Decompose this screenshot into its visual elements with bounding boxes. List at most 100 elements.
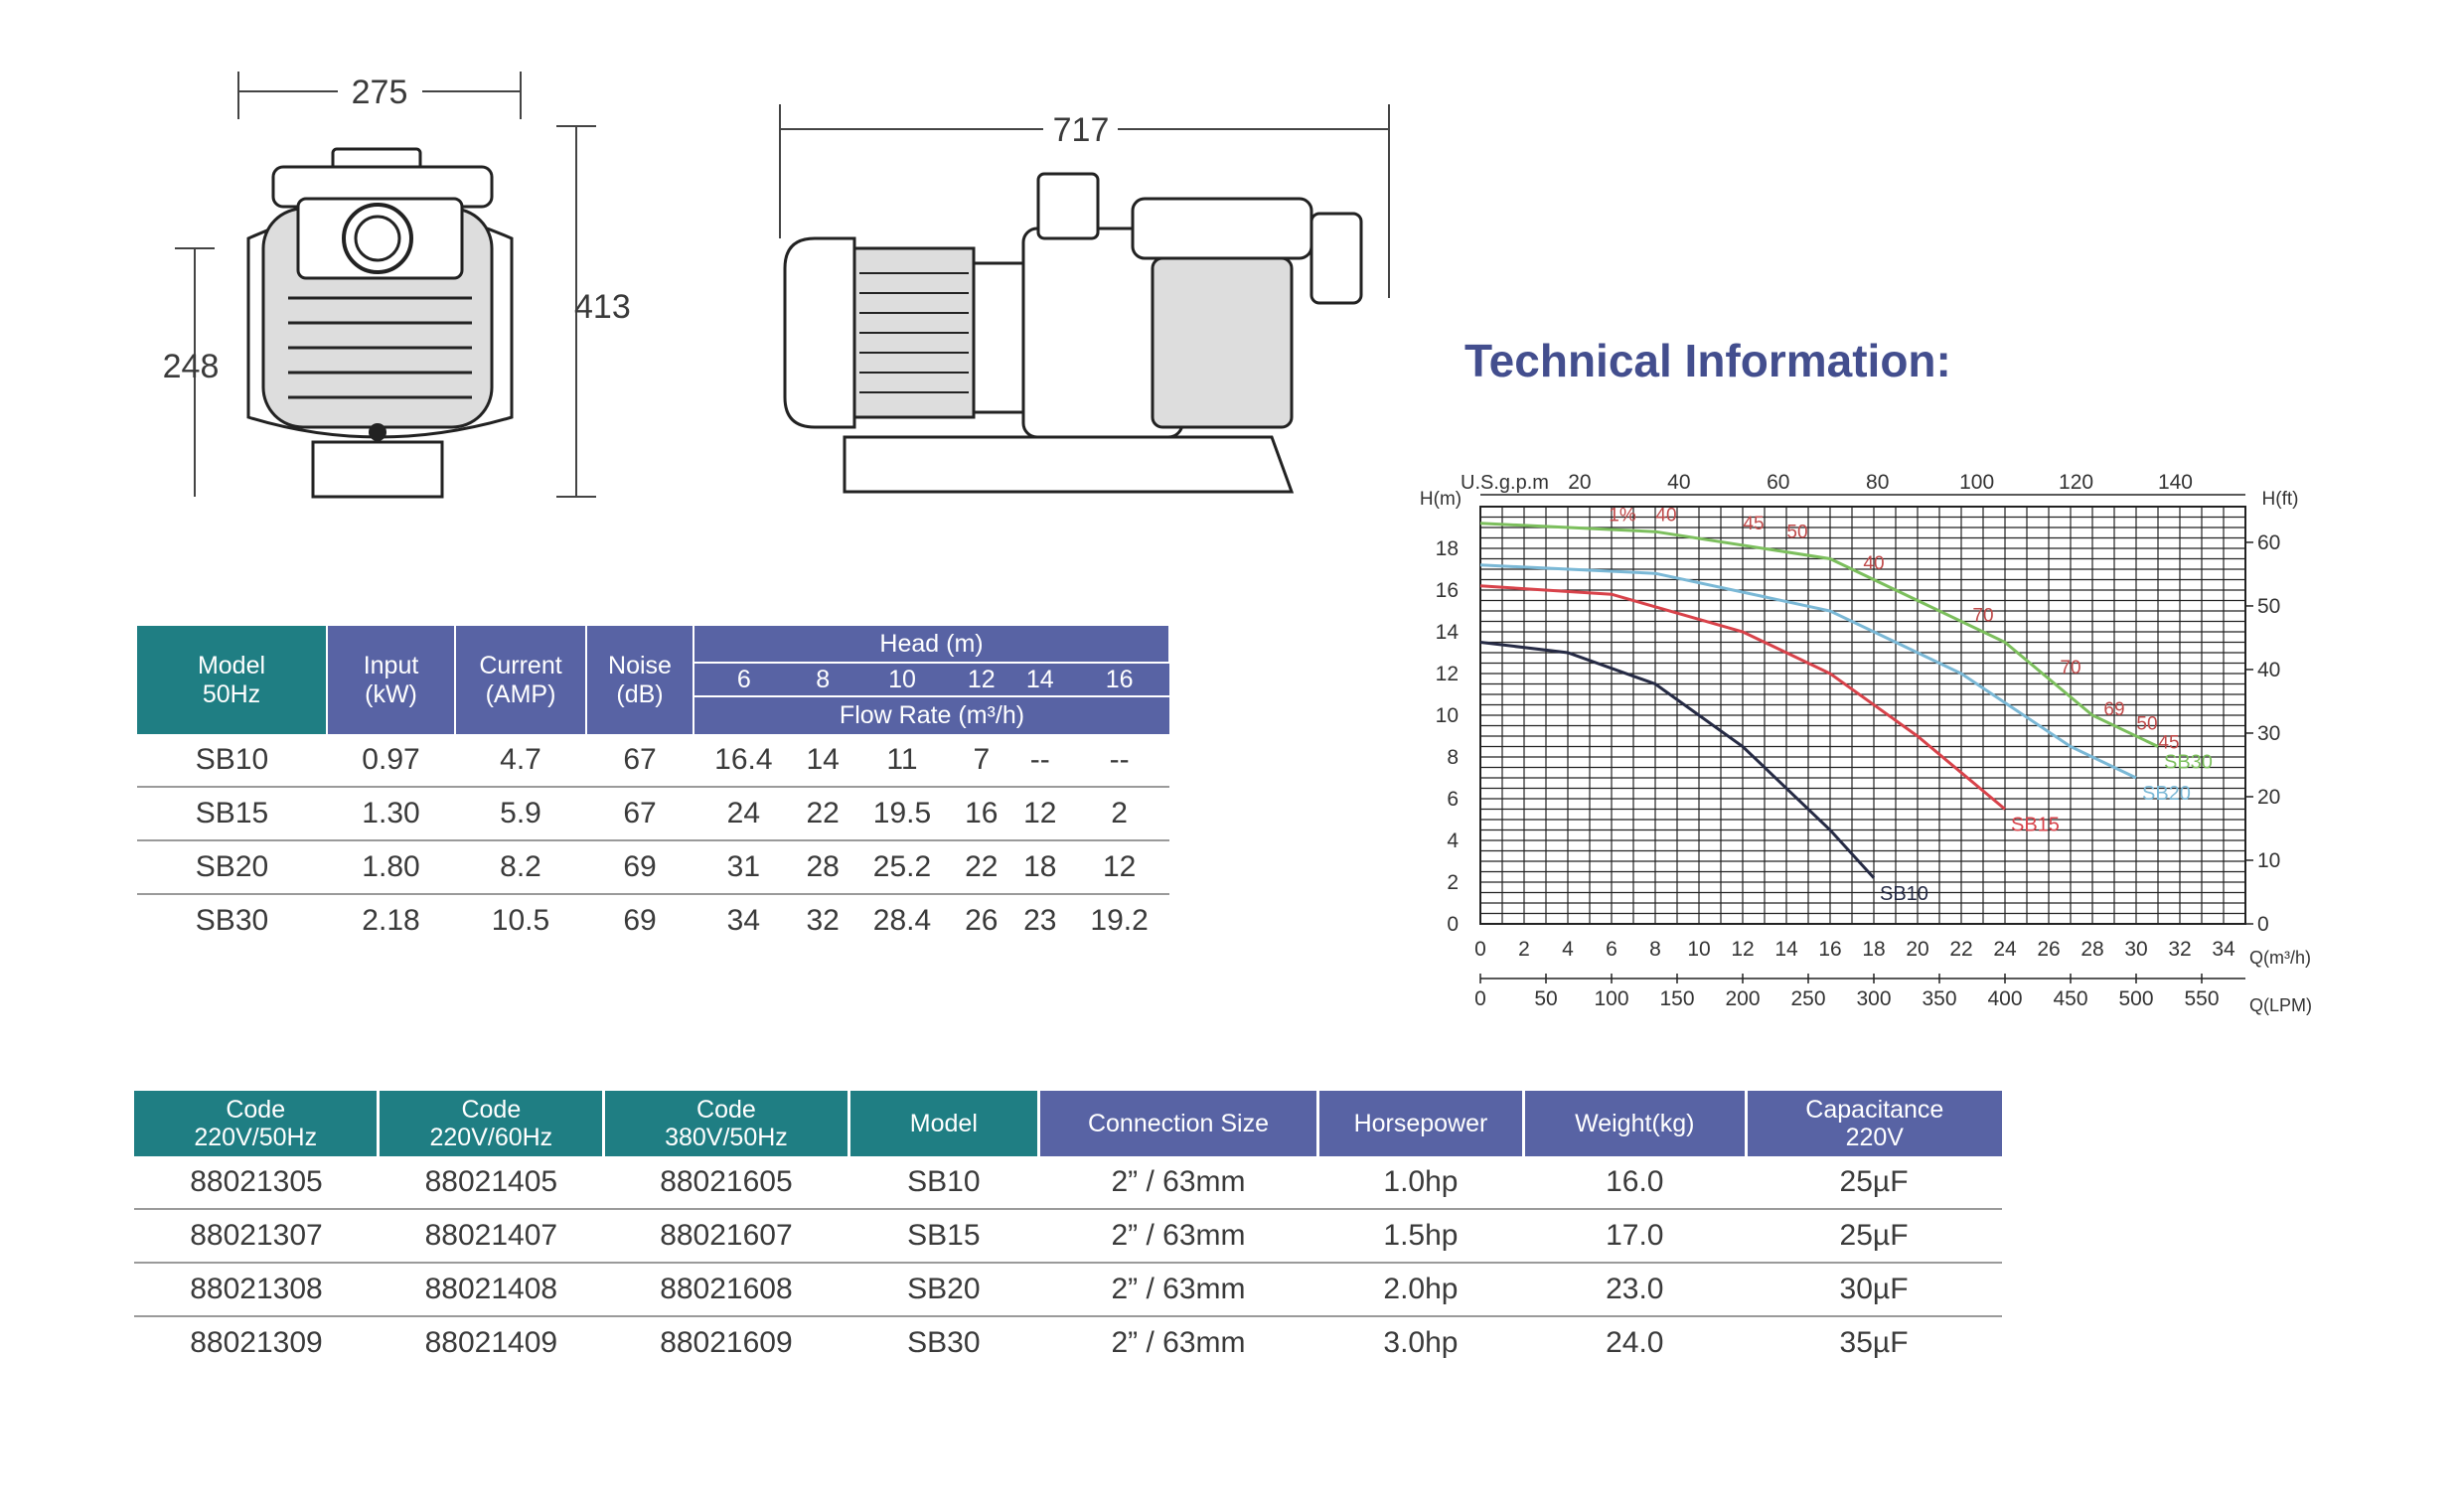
- head-col-8: 8: [793, 663, 852, 696]
- lpm-tick-label: 300: [1856, 987, 1891, 1010]
- head-col-12: 12: [952, 663, 1011, 696]
- lpm-tick-label: 250: [1790, 987, 1825, 1010]
- ft-tick-label: 40: [2257, 659, 2280, 681]
- gpm-tick-label: 60: [1767, 471, 1789, 494]
- x-tick-label: 0: [1474, 938, 1486, 961]
- y-tick-label: 16: [1436, 579, 1459, 602]
- x-tick-label: 12: [1731, 938, 1754, 961]
- lpm-tick-label: 400: [1987, 987, 2022, 1010]
- gpm-axis-label: U.S.g.p.m: [1461, 472, 1549, 494]
- front-width-label: 275: [352, 74, 408, 111]
- x-axis-label: Q(m³/h): [2249, 948, 2311, 968]
- side-length-label: 717: [1053, 111, 1110, 149]
- y-tick-label: 0: [1447, 913, 1459, 936]
- x-tick-label: 22: [1949, 938, 1972, 961]
- efficiency-label: 40: [1863, 553, 1884, 574]
- series-label-sb20: SB20: [2142, 783, 2191, 805]
- x-tick-label: 8: [1649, 938, 1661, 961]
- x-tick-label: 34: [2212, 938, 2235, 961]
- head-col-16: 16: [1069, 663, 1169, 696]
- gpm-tick-label: 20: [1568, 471, 1591, 494]
- flow-rate-header: Flow Rate (m³/h): [693, 695, 1169, 734]
- y-tick-label: 12: [1436, 663, 1459, 685]
- weight-header: Weight(kg): [1523, 1091, 1748, 1156]
- head-header: Head (m): [693, 626, 1170, 664]
- efficiency-label: 40: [1655, 506, 1676, 527]
- y-tick-label: 14: [1436, 621, 1460, 644]
- series-label-sb10: SB10: [1880, 883, 1928, 905]
- efficiency-label: 45: [1743, 514, 1764, 534]
- current-header: Current(AMP): [455, 626, 587, 734]
- head-col-10: 10: [851, 663, 953, 696]
- pump-front-view-drawing: 275 413 248: [163, 72, 631, 499]
- x-tick-label: 16: [1818, 938, 1841, 961]
- lpm-axis-label: Q(LPM): [2249, 995, 2312, 1015]
- ft-tick-label: 10: [2257, 849, 2280, 872]
- lpm-tick-label: 450: [2053, 987, 2087, 1010]
- efficiency-label: 70: [1972, 606, 1993, 627]
- efficiency-label: 69: [2103, 699, 2124, 720]
- efficiency-label: 1%: [1609, 506, 1636, 527]
- chart-grid: [1479, 494, 2253, 983]
- lpm-tick-label: 200: [1725, 987, 1760, 1010]
- x-tick-label: 6: [1606, 938, 1617, 961]
- x-tick-label: 4: [1562, 938, 1574, 961]
- lpm-tick-label: 50: [1534, 987, 1557, 1010]
- lpm-tick-label: 0: [1474, 987, 1486, 1010]
- y-tick-label: 2: [1447, 871, 1459, 894]
- x-tick-label: 20: [1906, 938, 1928, 961]
- x-tick-label: 32: [2168, 938, 2191, 961]
- gpm-tick-label: 100: [1959, 471, 1994, 494]
- lpm-tick-label: 350: [1922, 987, 1956, 1010]
- x-tick-label: 26: [2037, 938, 2060, 961]
- x-tick-label: 28: [2080, 938, 2103, 961]
- y-tick-label: 10: [1436, 704, 1459, 727]
- efficiency-label: 50: [1786, 523, 1807, 543]
- y-tick-label: 18: [1436, 537, 1459, 560]
- chart-lines: [1479, 522, 2159, 879]
- efficiency-label: 50: [2136, 714, 2157, 735]
- x-tick-label: 18: [1862, 938, 1885, 961]
- x-tick-label: 14: [1774, 938, 1798, 961]
- head-col-6: 6: [693, 663, 794, 696]
- lpm-tick-label: 100: [1594, 987, 1628, 1010]
- lpm-tick-label: 150: [1659, 987, 1694, 1010]
- y-tick-label: 6: [1447, 788, 1459, 811]
- input-header: Input(kW): [327, 626, 456, 734]
- model-col-header: Model: [848, 1091, 1041, 1156]
- noise-header: Noise(dB): [586, 626, 694, 734]
- technical-information-title: Technical Information:: [1464, 335, 1951, 386]
- curve-sb20: [1479, 563, 2137, 780]
- efficiency-label: 45: [2158, 733, 2179, 754]
- lpm-tick-label: 500: [2118, 987, 2153, 1010]
- front-height-label: 413: [574, 288, 631, 326]
- connection-size-header: Connection Size: [1038, 1091, 1319, 1156]
- curve-sb30: [1479, 522, 2159, 748]
- y-tick-label: 4: [1447, 829, 1459, 852]
- x-tick-label: 2: [1518, 938, 1530, 961]
- curve-sb10: [1479, 641, 1876, 879]
- ft-tick-label: 20: [2257, 786, 2280, 809]
- ft-tick-label: 30: [2257, 722, 2280, 745]
- y-tick-label: 8: [1447, 746, 1459, 769]
- series-label-sb30: SB30: [2164, 752, 2213, 774]
- ft-axis-label: H(ft): [2262, 489, 2299, 510]
- x-tick-label: 24: [1993, 938, 2017, 961]
- axis-height-label: 248: [163, 348, 220, 385]
- plot-border: [1479, 506, 2246, 925]
- horsepower-header: Horsepower: [1317, 1091, 1525, 1156]
